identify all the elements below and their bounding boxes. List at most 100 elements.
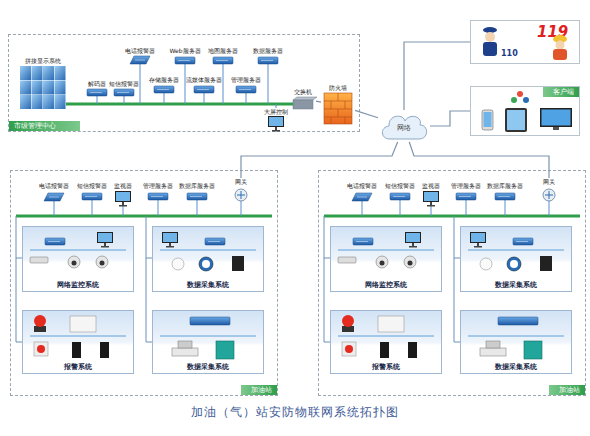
client-box: 客户端 [470,86,580,136]
sms-alarm-icon [114,89,134,96]
device-node: 防火墙 [321,84,355,126]
node-label: 网关 [536,178,562,186]
device-node: 短信报警器 [108,80,140,98]
node-label: 数据采集系统 [153,281,263,290]
node-label: 地图服务器 [205,47,241,55]
node-label: 管理服务器 [448,182,484,190]
node-label: 网络监控系统 [331,281,441,290]
device-node: 监视器 [414,182,448,208]
station-box: 加油站电话报警器短信报警器监视器管理服务器数据库服务器网关网络监控系统数据采集系… [10,170,278,396]
server-icon [175,57,195,64]
device-node: 监视器 [106,182,140,208]
caption: 加油（气）站安防物联网系统拓扑图 [0,404,590,420]
node-label: 大屏控制 [256,108,296,116]
tablet-screen [507,110,525,130]
tablet-icon [505,108,527,132]
phone-screen [484,112,492,127]
network-link [316,101,321,103]
node-label: 电话报警器 [120,47,160,55]
node-label: 数据库服务器 [176,182,218,190]
network-link [404,42,470,110]
server-icon [236,86,256,93]
fireman-face [556,41,565,50]
wall-cell [20,66,31,80]
station-box: 加油站电话报警器短信报警器监视器管理服务器数据库服务器网关网络监控系统数据采集系… [318,170,586,396]
node-label: 市级管理中心 [9,121,80,131]
device-node: 地图服务器 [205,47,241,66]
node-label: 加油站 [549,385,585,395]
device-node: 短信报警器 [382,182,418,203]
wall-cell [32,66,43,80]
wall-cell [43,95,54,109]
switch-top [293,97,317,100]
node-label: 存储服务器 [146,76,182,84]
device-node: 解码器 [84,80,110,98]
gateway-node: 网关 [536,178,562,204]
node-label: 管理服务器 [228,76,264,84]
node-label: 防火墙 [321,84,355,92]
node-label: 数据库服务器 [484,182,526,190]
server-icon [194,86,214,93]
wall-cell [20,95,31,109]
display-wall-node: 拼接显示系统 [16,57,70,111]
node-label: 电话报警器 [342,182,382,190]
node-label: 数据采集系统 [461,363,571,372]
wall-cell [55,81,66,95]
device-node: 管理服务器 [228,76,264,95]
node-label: 加油站 [241,385,277,395]
center-bus [66,103,293,106]
police-hat [483,27,497,33]
device-node: 数据库服务器 [484,182,526,203]
node-label: 流媒体服务器 [184,76,224,84]
node-label: 短信报警器 [382,182,418,190]
subsystem-box: 网络监控系统 [330,226,442,292]
device-node: 短信报警器 [74,182,110,203]
wall-cell [20,81,31,95]
firewall-bricks [324,93,352,124]
subsystem-box: 数据采集系统 [460,310,572,374]
police-face [485,32,495,42]
device-node: 电话报警器 [342,182,382,203]
network-dot [523,97,529,103]
device-node: 交换机 [290,88,316,110]
server-icon [213,57,233,64]
node-label: 网络 [378,124,430,133]
phone-alarm-icon [130,56,150,64]
drop-wires [97,64,276,108]
device-node: 电话报警器 [120,47,160,66]
wall-cell [55,95,66,109]
node-label: 解码器 [84,80,110,88]
node-label: 客户端 [543,87,579,97]
wall-cell [43,81,54,95]
network-link [430,111,470,126]
device-node: 流媒体服务器 [184,76,224,95]
switch-icon [293,100,313,109]
server-icon [258,57,278,64]
firewall-icon [324,93,352,124]
network-link [355,110,378,117]
pc-stand [553,127,559,130]
station-art [16,189,272,359]
device-node: Web服务器 [167,47,203,66]
server-icon [154,86,174,93]
network-cloud: 网络 [378,110,430,142]
monitor-icon [268,116,284,132]
node-label: 数据采集系统 [461,281,571,290]
device-node: 管理服务器 [448,182,484,203]
node-label: 119 [537,24,568,41]
gateway-node: 网关 [228,178,254,204]
subsystem-box: 数据采集系统 [152,310,264,374]
subsystem-box: 数据采集系统 [460,226,572,292]
wall-cell [43,66,54,80]
alarm-center-box: 110119 [470,20,580,64]
node-label: Web服务器 [167,47,203,55]
node-label: 监视器 [414,182,448,190]
node-label: 电话报警器 [34,182,74,190]
station-art [324,189,580,359]
zone-box: 市级管理中心 拼接显示系统 解码器短信报警器 电话报警器存储服务器 Web服务器流媒体服… [8,34,360,132]
node-label: 短信报警器 [108,80,140,88]
subsystem-box: 报警系统 [22,310,134,374]
device-node: 数据服务器 [250,47,286,66]
node-label: 报警系统 [331,363,441,372]
